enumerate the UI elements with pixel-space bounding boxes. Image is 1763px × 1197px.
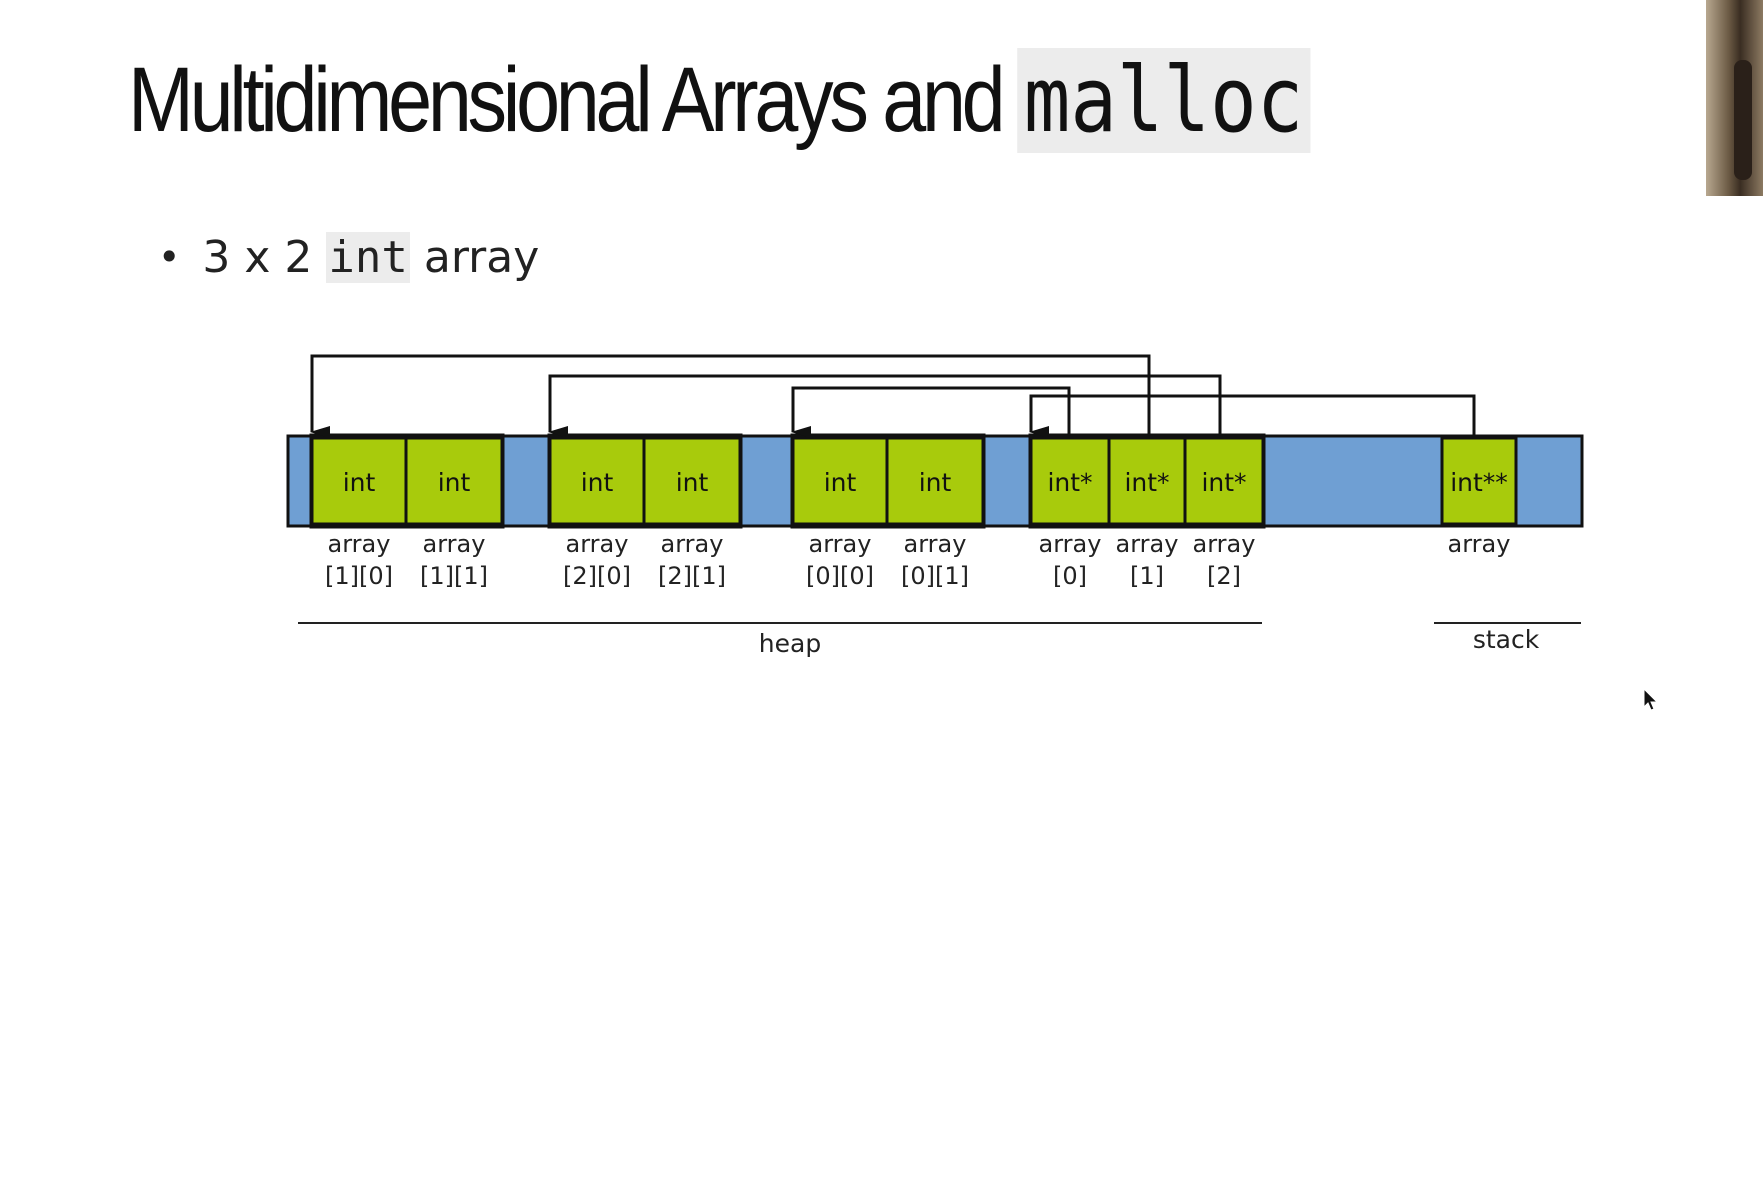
memory-cell: int* array [2] bbox=[1185, 438, 1263, 590]
memory-cell-label: array bbox=[423, 530, 486, 558]
memory-cell-type: int bbox=[919, 468, 952, 497]
memory-cell-type: int* bbox=[1047, 468, 1092, 497]
memory-cell-label: array bbox=[566, 530, 629, 558]
pointer-arrow-array bbox=[1031, 396, 1474, 438]
memory-cell: int array [1][0] bbox=[312, 438, 406, 590]
memory-cell-index: [0] bbox=[1053, 562, 1087, 590]
memory-cell-type: int** bbox=[1450, 468, 1508, 497]
stack-label: stack bbox=[1473, 625, 1540, 654]
memory-cell-label: array bbox=[1039, 530, 1102, 558]
memory-cell-index: [0][0] bbox=[806, 562, 874, 590]
memory-cell-index: [1] bbox=[1130, 562, 1164, 590]
memory-cell-label: array bbox=[661, 530, 724, 558]
memory-cell-index: [1][0] bbox=[325, 562, 393, 590]
memory-cell-type: int bbox=[343, 468, 376, 497]
memory-cell-index: [0][1] bbox=[901, 562, 969, 590]
memory-cell-index: [2][0] bbox=[563, 562, 631, 590]
heap-label: heap bbox=[759, 629, 821, 658]
memory-cell-index: [2] bbox=[1207, 562, 1241, 590]
mouse-cursor-icon bbox=[1643, 688, 1659, 712]
memory-cell: int array [2][0] bbox=[550, 438, 644, 590]
memory-cell-index: [2][1] bbox=[658, 562, 726, 590]
memory-cell-type: int* bbox=[1124, 468, 1169, 497]
memory-cell: int* array [1] bbox=[1109, 438, 1185, 590]
memory-cell-label: array bbox=[904, 530, 967, 558]
pointer-arrow-array-0 bbox=[793, 388, 1069, 438]
memory-cell-label: array bbox=[1448, 530, 1511, 558]
memory-cell: int array [1][1] bbox=[406, 438, 502, 590]
memory-cell-type: int bbox=[438, 468, 471, 497]
memory-cell-index: [1][1] bbox=[420, 562, 488, 590]
memory-cell: int array [0][0] bbox=[793, 438, 887, 590]
memory-cell-label: array bbox=[328, 530, 391, 558]
memory-cell-type: int bbox=[581, 468, 614, 497]
memory-cell-label: array bbox=[1193, 530, 1256, 558]
memory-cell-type: int bbox=[676, 468, 709, 497]
memory-cell-label: array bbox=[809, 530, 872, 558]
memory-cell: int array [2][1] bbox=[644, 438, 740, 590]
memory-cell-label: array bbox=[1116, 530, 1179, 558]
memory-cell-type: int* bbox=[1201, 468, 1246, 497]
memory-cell: int* array [0] bbox=[1031, 438, 1109, 590]
pointer-arrow-array-1 bbox=[312, 356, 1149, 438]
memory-cell: int array [0][1] bbox=[887, 438, 983, 590]
memory-cell: int** array bbox=[1442, 438, 1516, 558]
pointer-arrow-array-2 bbox=[550, 376, 1220, 438]
memory-cell-type: int bbox=[824, 468, 857, 497]
